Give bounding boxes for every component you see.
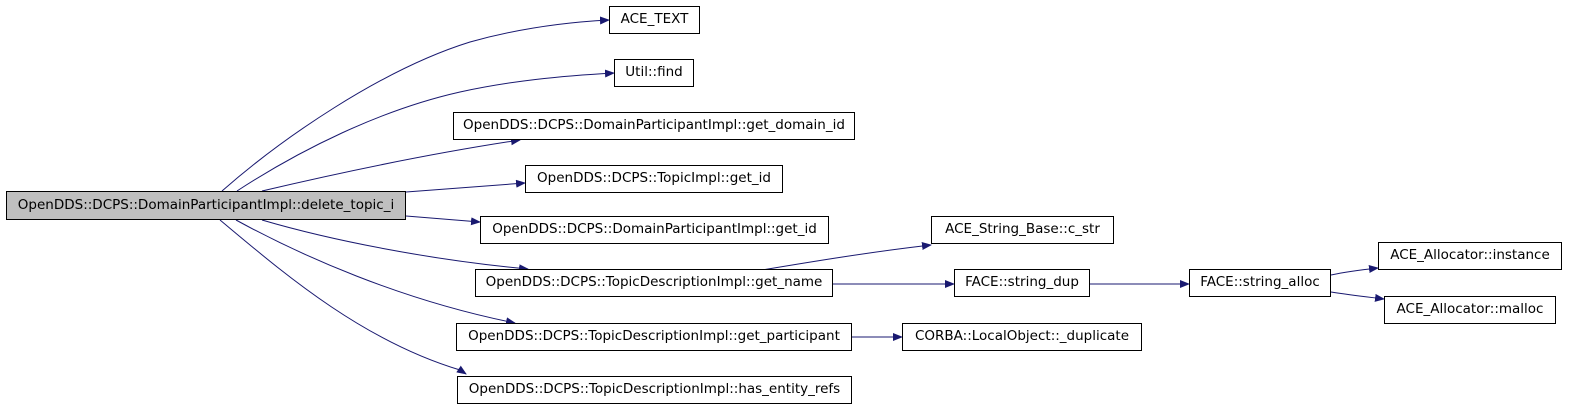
edge-string-alloc-to-instance: [1330, 265, 1379, 276]
edge-get-name-to-c-str: [761, 242, 932, 271]
edge-root-to-topic-get-id: [405, 179, 526, 193]
node-topic-get-id[interactable]: OpenDDS::DCPS::TopicImpl::get_id: [525, 165, 783, 193]
edge-root-to-dp-get-id: [405, 215, 481, 226]
edge-string-alloc-to-malloc: [1330, 291, 1385, 302]
node-ace-text[interactable]: ACE_TEXT: [609, 6, 700, 34]
node-dp-get-id[interactable]: OpenDDS::DCPS::DomainParticipantImpl::ge…: [480, 216, 829, 244]
node-instance[interactable]: ACE_Allocator::instance: [1378, 242, 1562, 270]
node-util-find[interactable]: Util::find: [614, 59, 694, 87]
node-get-name[interactable]: OpenDDS::DCPS::TopicDescriptionImpl::get…: [475, 269, 833, 297]
node-string-alloc[interactable]: FACE::string_alloc: [1189, 269, 1331, 297]
node-string-dup[interactable]: FACE::string_dup: [954, 269, 1090, 297]
edge-root-to-get-name: [261, 219, 529, 273]
node-malloc[interactable]: ACE_Allocator::malloc: [1384, 296, 1556, 324]
edge-root-to-get-participant: [235, 219, 516, 326]
node-get-domain-id[interactable]: OpenDDS::DCPS::DomainParticipantImpl::ge…: [453, 112, 855, 140]
edge-root-to-has-entity-refs: [219, 219, 467, 375]
node-c-str[interactable]: ACE_String_Base::c_str: [931, 216, 1114, 244]
node-duplicate[interactable]: CORBA::LocalObject::_duplicate: [902, 323, 1142, 351]
node-has-entity-refs[interactable]: OpenDDS::DCPS::TopicDescriptionImpl::has…: [457, 376, 852, 404]
node-get-participant[interactable]: OpenDDS::DCPS::TopicDescriptionImpl::get…: [456, 323, 852, 351]
node-delete-topic-i[interactable]: OpenDDS::DCPS::DomainParticipantImpl::de…: [6, 191, 406, 220]
edge-root-to-util-find: [236, 69, 615, 192]
edge-root-to-get-domain-id: [261, 137, 521, 192]
edge-root-to-ace-text: [221, 16, 610, 192]
